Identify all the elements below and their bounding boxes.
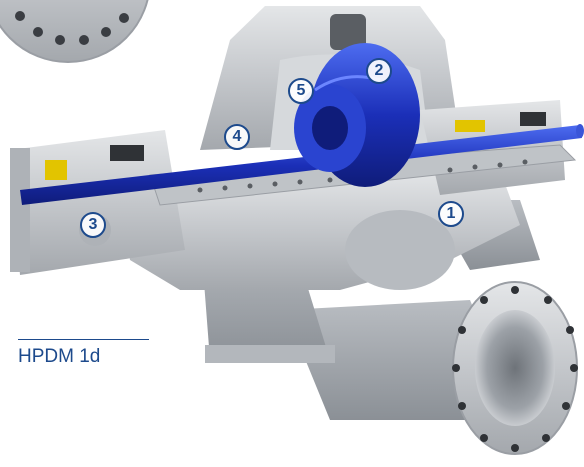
left-bearing-housing	[10, 130, 185, 275]
model-label: HPDM 1d	[18, 346, 101, 367]
callout-1: 1	[438, 201, 464, 227]
callout-3: 3	[80, 212, 106, 238]
callout-2: 2	[366, 58, 392, 84]
discharge-nozzle	[285, 281, 578, 455]
rotor-shaft	[20, 124, 584, 205]
impeller	[294, 43, 420, 187]
callout-5: 5	[288, 78, 314, 104]
callout-4: 4	[224, 124, 250, 150]
lower-casing	[120, 170, 520, 290]
top-flange-fragment	[0, 0, 149, 63]
model-divider	[18, 339, 149, 340]
